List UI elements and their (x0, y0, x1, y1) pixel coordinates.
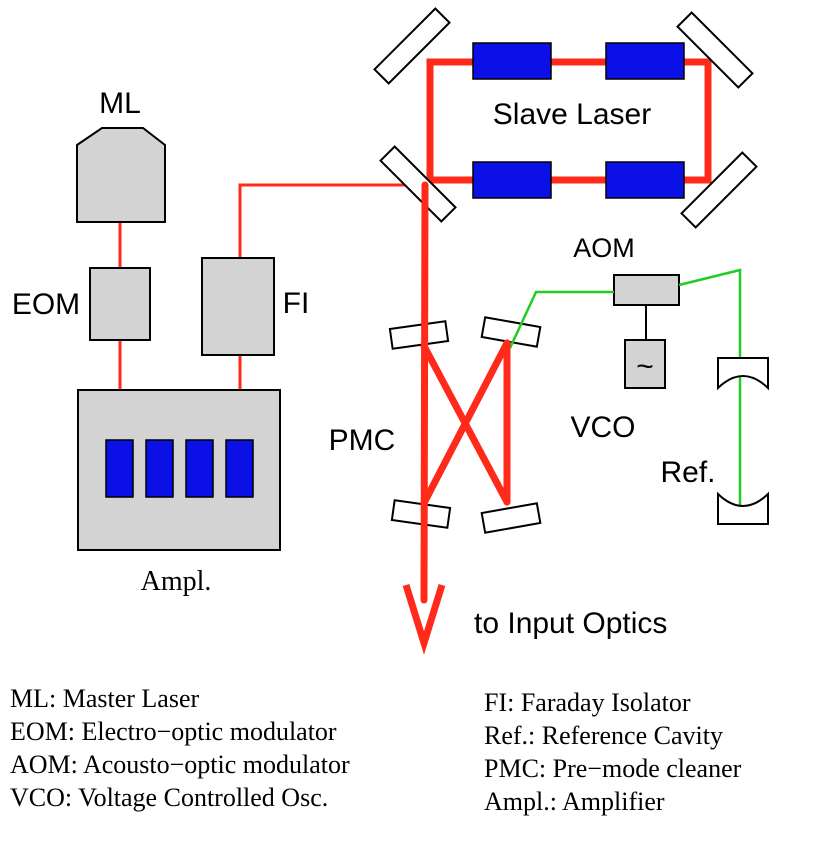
beam-fi-to-slave (238, 183, 430, 258)
slave-mirror-top-left (373, 7, 451, 85)
pmc-beams (420, 181, 511, 604)
beam-to-input-optics (420, 181, 429, 604)
ref-mirror-top (717, 357, 769, 391)
pmc-mirror-top-left (388, 320, 450, 350)
eom-box (89, 267, 151, 341)
slave-crystal-3 (472, 161, 552, 199)
eom-label: EOM (12, 288, 80, 321)
ml-label: ML (99, 87, 141, 120)
legend-item: PMC: Pre−mode cleaner (484, 754, 742, 783)
ref-label: Ref. (660, 456, 715, 489)
vco-symbol: ~ (636, 350, 654, 383)
amplifier-crystals (105, 439, 254, 498)
legend-item: Ampl.: Amplifier (484, 787, 665, 816)
slave-laser-ring-beam (426, 58, 712, 184)
crystal-4 (225, 439, 254, 498)
legend-item: Ref.: Reference Cavity (484, 721, 723, 750)
slave-laser-label: Slave Laser (493, 98, 651, 131)
legend-item: VCO: Voltage Controlled Osc. (10, 783, 329, 812)
slave-mirror-top-right (676, 11, 754, 89)
slave-crystal-2 (605, 42, 685, 80)
crystal-1 (105, 439, 134, 498)
slave-mirror-bottom-left (379, 145, 457, 223)
legend-item: AOM: Acousto−optic modulator (10, 750, 350, 779)
ref-mirror-bottom (717, 491, 769, 525)
master-laser-box (76, 127, 166, 223)
reference-cavity (717, 357, 769, 525)
green-beam-aom-to-ref (678, 268, 742, 505)
pmc-diagonal-2 (420, 339, 511, 507)
aom-label: AOM (573, 233, 635, 263)
slave-crystal-1 (472, 42, 552, 80)
aom-box (613, 274, 680, 306)
vco-label: VCO (570, 411, 635, 444)
labels: ML EOM FI Slave Laser AOM ~ VCO PMC Ref.… (12, 87, 716, 640)
fi-box (201, 257, 275, 356)
output-arrow-icon (402, 583, 446, 655)
vco-box (624, 339, 666, 389)
crystal-3 (185, 439, 214, 498)
pmc-mirror-top-right (480, 316, 542, 348)
slave-crystal-4 (605, 161, 685, 199)
pmc-mirror-bottom-right (480, 502, 542, 534)
pmc-label: PMC (329, 424, 396, 457)
legend-item: ML: Master Laser (10, 684, 200, 713)
legend-left: ML: Master Laser EOM: Electro−optic modu… (10, 682, 350, 814)
green-beam-pmc-to-aom (508, 290, 614, 349)
green-beam (508, 268, 742, 505)
crystal-2 (145, 439, 174, 498)
fi-label: FI (283, 287, 310, 320)
to-input-optics-label: to Input Optics (474, 607, 667, 640)
legend-item: EOM: Electro−optic modulator (10, 717, 337, 746)
legend-item: FI: Faraday Isolator (484, 688, 691, 717)
ampl-label: Ampl. (141, 566, 212, 597)
components (76, 127, 680, 551)
slave-laser-crystals (472, 42, 685, 199)
slave-mirror-bottom-right (680, 151, 758, 229)
legend-right: FI: Faraday Isolator Ref.: Reference Cav… (484, 686, 741, 818)
